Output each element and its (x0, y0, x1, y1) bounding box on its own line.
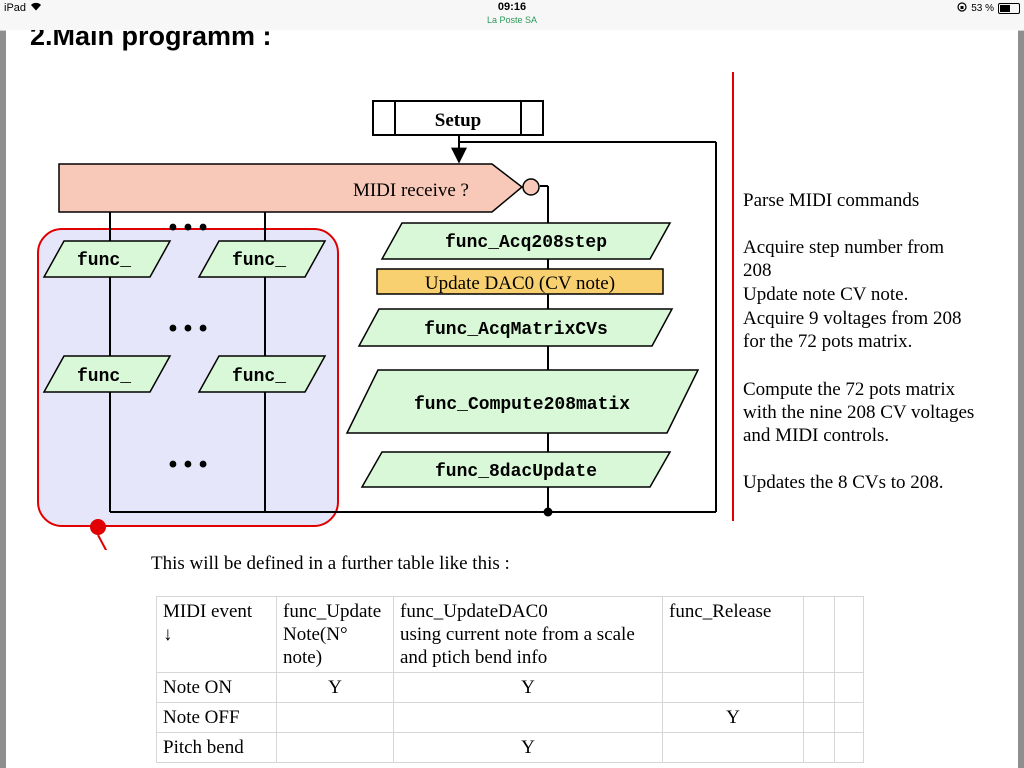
clock: 09:16 (497, 1, 527, 13)
func-8dacupdate-label: func_8dacUpdate (435, 462, 597, 482)
note-compute-2: with the nine 208 CV voltages (743, 402, 975, 423)
header-func-release: func_Release (662, 596, 804, 673)
ellipsis-top: • • • (169, 214, 208, 241)
func-box-3-label: func_ (77, 367, 131, 387)
table-row: Pitch bend Y (156, 732, 864, 763)
header-empty-1 (803, 596, 835, 673)
flowchart: Setup MIDI receive ? • • • • • • • • • f… (37, 72, 734, 550)
note-acquire-step-1: Acquire step number from (743, 237, 945, 258)
header-func-update-note: func_Update Note(N° note) (276, 596, 394, 673)
header-func-update-dac0-line2: using current note from a scale (400, 624, 635, 645)
func-acqmatrixcvs-box (357, 308, 674, 347)
table-row: Note OFF Y (156, 702, 864, 733)
status-right: 53 % (957, 2, 1020, 15)
ellipsis-middle: • • • (169, 315, 208, 342)
cell-event: Pitch bend (156, 732, 277, 763)
header-func-update-note-line1: func_Update (283, 601, 382, 622)
note-update-cv: Update note CV note. (743, 284, 909, 305)
header-func-update-dac0-line1: func_UpdateDAC0 (400, 601, 548, 622)
pointer-arrow (97, 534, 108, 550)
table-row: Note ON Y Y (156, 672, 864, 703)
update-dac0-box (376, 268, 664, 295)
cell-event: Note ON (156, 672, 277, 703)
midi-receive-connector (522, 178, 540, 196)
cell-update-note (276, 732, 394, 763)
device-name: iPad (4, 2, 27, 14)
header-func-update-note-line2: Note(N° (283, 624, 348, 645)
header-func-update-dac0: func_UpdateDAC0 using current note from … (393, 596, 663, 673)
func-acqmatrixcvs-label: func_AcqMatrixCVs (424, 320, 608, 340)
pointer-dot (90, 519, 106, 535)
cell-empty (803, 702, 835, 733)
cell-empty (803, 672, 835, 703)
note-acquire-step-2: 208 (743, 260, 772, 281)
header-empty-2 (834, 596, 864, 673)
header-midi-event: MIDI event ↓ (156, 596, 277, 673)
header-func-update-dac0-line3: and ptich bend info (400, 647, 548, 668)
table-caption: This will be defined in a further table … (151, 553, 510, 574)
note-acquire-voltages-1: Acquire 9 voltages from 208 (743, 308, 962, 329)
func-compute208matix-label: func_Compute208matix (414, 395, 630, 415)
func-box-4-label: func_ (232, 367, 286, 387)
carrier-label: La Poste SA (486, 15, 538, 25)
func-box-1-label: func_ (77, 251, 131, 271)
cell-empty (834, 732, 864, 763)
func-acq208step-label: func_Acq208step (445, 233, 607, 253)
func-box-4 (197, 355, 327, 393)
ellipsis-bottom: • • • (169, 451, 208, 478)
setup-box (372, 100, 544, 136)
cell-release: Y (662, 702, 804, 733)
func-group-frame (37, 228, 339, 527)
cell-empty (834, 672, 864, 703)
cell-event: Note OFF (156, 702, 277, 733)
header-midi-event-line1: MIDI event (163, 601, 253, 622)
func-8dacupdate-box (360, 451, 672, 488)
cell-release (662, 672, 804, 703)
cell-update-dac0: Y (393, 732, 663, 763)
battery-fill (1000, 5, 1010, 12)
note-compute-1: Compute the 72 pots matrix (743, 379, 956, 400)
section-heading: 2.Main programm : (30, 30, 272, 51)
note-parse-midi: Parse MIDI commands (743, 190, 920, 211)
midi-receive-label: MIDI receive ? (353, 180, 469, 201)
status-left: iPad (4, 2, 42, 14)
battery-percent: 53 % (971, 3, 994, 14)
document-page[interactable]: 2.Main programm : Setup MID (6, 30, 1018, 768)
func-box-3 (42, 355, 172, 393)
note-updates-cvs: Updates the 8 CVs to 208. (743, 472, 944, 493)
status-bar: iPad 09:16 La Poste SA 53 % (0, 0, 1024, 31)
cell-empty (834, 702, 864, 733)
func-acq208step-box (380, 222, 672, 260)
cell-update-dac0 (393, 702, 663, 733)
orientation-lock-icon (957, 2, 967, 15)
cell-update-note: Y (276, 672, 394, 703)
midi-event-table: MIDI event ↓ func_Update Note(N° note) f… (156, 596, 864, 763)
func-box-1 (42, 240, 172, 278)
func-compute208matix-box (345, 369, 700, 434)
battery-icon (998, 3, 1020, 14)
note-compute-3: and MIDI controls. (743, 425, 890, 446)
cell-empty (803, 732, 835, 763)
func-box-2 (197, 240, 327, 278)
header-func-update-note-line3: note) (283, 647, 323, 668)
wifi-icon (30, 2, 42, 14)
cell-update-note (276, 702, 394, 733)
update-dac0-label: Update DAC0 (CV note) (425, 273, 615, 294)
func-box-2-label: func_ (232, 251, 286, 271)
cell-release (662, 732, 804, 763)
midi-receive-shape (58, 163, 524, 213)
table-header-row: MIDI event ↓ func_Update Note(N° note) f… (156, 596, 864, 673)
junction-dot (543, 507, 553, 517)
note-acquire-voltages-2: for the 72 pots matrix. (743, 331, 913, 352)
cell-update-dac0: Y (393, 672, 663, 703)
header-midi-event-arrow: ↓ (163, 624, 173, 645)
header-func-release-line1: func_Release (669, 601, 772, 622)
setup-label: Setup (435, 110, 481, 131)
